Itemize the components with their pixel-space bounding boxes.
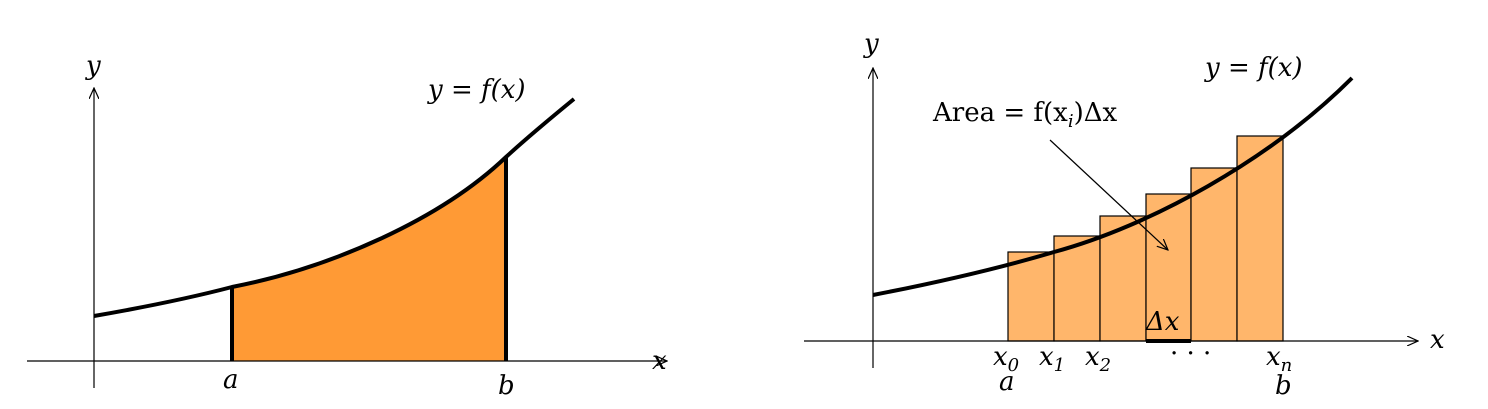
delta-x-label: Δx bbox=[1145, 307, 1180, 337]
area-label-subscript: i bbox=[1068, 111, 1074, 132]
left-x-axis-label: x bbox=[652, 346, 667, 376]
area-pointer-arrow bbox=[1049, 139, 1168, 250]
riemann-rect-5 bbox=[1190, 167, 1238, 342]
left-y-axis-label: y bbox=[85, 51, 101, 81]
tick-label-xn: xn bbox=[1266, 342, 1292, 376]
right-x-axis-label: x bbox=[1430, 325, 1445, 355]
tick-label-x1: x1 bbox=[1039, 342, 1065, 376]
right-y-axis-label: y bbox=[863, 29, 879, 59]
x-tick-labels: x0 x1 x2 · · · xn bbox=[993, 339, 1292, 376]
riemann-rect-6 bbox=[1236, 135, 1284, 342]
right-curve bbox=[872, 76, 1354, 297]
left-bound-label-a: a bbox=[223, 365, 239, 395]
left-area-under-curve bbox=[232, 157, 506, 361]
riemann-rectangles bbox=[1007, 135, 1284, 342]
area-label: Area = f(xi)Δx bbox=[932, 98, 1118, 132]
area-label-main: Area = f(x bbox=[932, 98, 1068, 128]
right-bound-label-a: a bbox=[999, 367, 1015, 397]
tick-label-dots: · · · bbox=[1170, 339, 1211, 369]
left-curve bbox=[93, 97, 576, 318]
area-label-tail: )Δx bbox=[1074, 98, 1118, 128]
left-diagram: y x y = f(x) a b bbox=[27, 51, 667, 401]
riemann-rect-1 bbox=[1007, 251, 1055, 342]
tick-label-x0: x0 bbox=[993, 342, 1019, 376]
tick-label-x2: x2 bbox=[1085, 342, 1111, 376]
left-curve-label: y = f(x) bbox=[427, 75, 526, 105]
riemann-rect-3 bbox=[1099, 215, 1147, 342]
left-bound-label-b: b bbox=[498, 371, 515, 401]
right-bound-label-b: b bbox=[1275, 371, 1292, 401]
right-diagram: y x y = f(x) Area = f(xi)Δx Δx x0 x1 x2 … bbox=[804, 29, 1445, 401]
right-curve-label: y = f(x) bbox=[1204, 53, 1303, 83]
